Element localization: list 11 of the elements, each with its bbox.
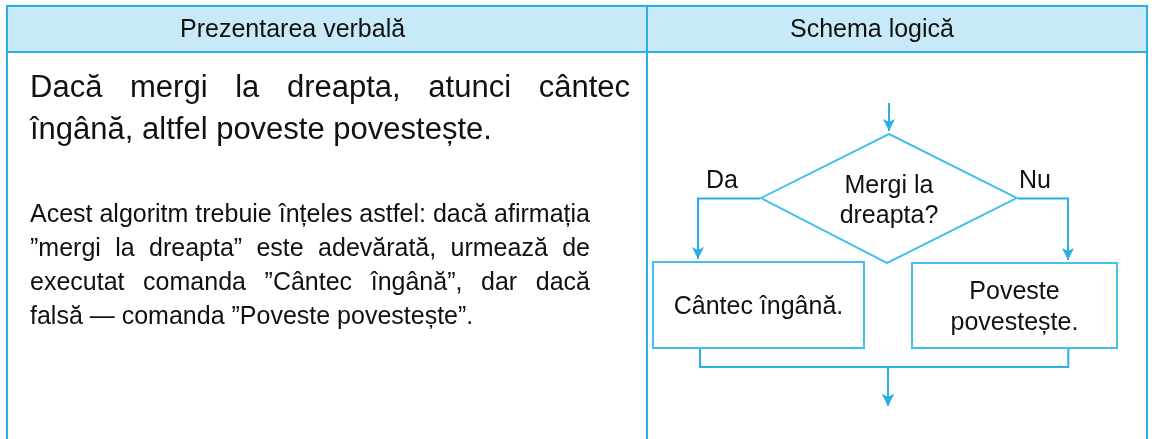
- arrow: [1017, 197, 1074, 261]
- process-box: Cântec îngână.: [652, 261, 865, 349]
- process-box: Poveste povestește.: [911, 262, 1118, 349]
- decision-diamond: Mergi la dreapta?: [760, 133, 1018, 264]
- arrow: [692, 197, 761, 260]
- arrow: [883, 102, 895, 132]
- statement-text: Dacă mergi la dreapta, atunci cântec îngână, altfel poveste povestește.: [30, 68, 630, 148]
- explanation-paragraph: Acest algoritm trebuie înțeles astfel: dacă afirmația ”mergi la dreapta” este adevărată, urmează de executat comanda ”Cântec îngână”, dar dacă falsă — comanda ”Poveste povestește”.: [30, 198, 590, 331]
- column-header: Schema logică: [790, 14, 954, 43]
- arrow: [882, 348, 1070, 407]
- column-header: Prezentarea verbală: [180, 14, 406, 43]
